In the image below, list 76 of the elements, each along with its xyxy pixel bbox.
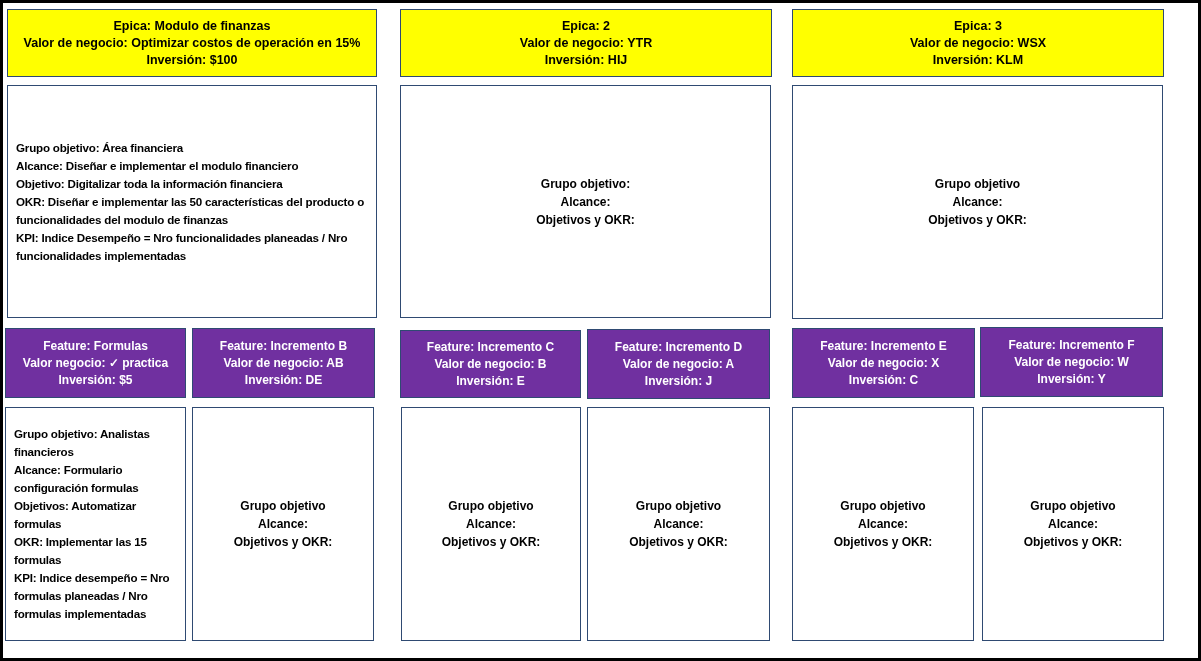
detail-text: OKR: Diseñar e implementar las 50 características del producto o funcionalidades del modulo de finanzas [16, 193, 366, 228]
epic-header-text: Inversión: HIJ [543, 51, 629, 69]
detail-text: Objetivos y OKR: [440, 534, 542, 551]
epic-header-text: Inversión: KLM [931, 51, 1025, 69]
feature-header-box [192, 328, 375, 398]
detail-text: OKR: Implementar las 15 formulas [14, 534, 148, 568]
detail-text: Objetivos y OKR: [232, 534, 334, 551]
detail-text: Grupo objetivo: Analistas financieros [14, 426, 151, 460]
detail-text: Objetivos: Automatizar formulas [14, 498, 138, 532]
epic-header-text: Valor de negocio: YTR [518, 34, 654, 52]
detail-text: Objetivos y OKR: [927, 212, 1028, 229]
feature-header-text: Feature: Incremento D [613, 338, 744, 356]
feature-header-box [400, 330, 581, 398]
feature-header-text: Valor de negocio: AB [222, 354, 345, 372]
feature-header-text: Valor negocio: ✓ practica [21, 354, 170, 372]
feature-header-text: Inversión: J [643, 372, 714, 390]
epic-header-text: Epica: Modulo de finanzas [112, 17, 272, 35]
feature-header-text: Valor de negocio: X [826, 354, 941, 372]
feature-header-text: Inversión: E [455, 372, 526, 390]
epic-header-box [7, 9, 377, 77]
feature-header-text: Inversión: C [847, 371, 920, 389]
detail-text: Alcance: [257, 516, 309, 533]
detail-text: Alcance: Diseñar e implementar el modulo financiero [16, 157, 300, 174]
detail-text: KPI: Indice Desempeño = Nro funcionalidades planeadas / Nro funcionalidades implementadas [16, 229, 349, 264]
detail-box [587, 407, 770, 641]
detail-box [982, 407, 1164, 641]
epic-header-box [400, 9, 772, 77]
detail-text: Grupo objetivo [1029, 498, 1117, 515]
feature-header-box [792, 328, 975, 398]
detail-text: Alcance: [652, 516, 705, 533]
feature-header-box [587, 329, 770, 399]
detail-text: Alcance: [951, 194, 1004, 211]
detail-box [401, 407, 581, 641]
feature-header-text: Valor de negocio: A [621, 355, 736, 373]
feature-header-text: Feature: Incremento F [1007, 336, 1136, 354]
epic-header-box [792, 9, 1164, 77]
detail-text: Objetivos y OKR: [628, 534, 729, 551]
feature-header-text: Feature: Incremento C [425, 338, 556, 356]
feature-header-box [5, 328, 186, 398]
detail-text: Alcance: [465, 516, 517, 533]
epic-header-text: Epica: 3 [953, 17, 1003, 35]
feature-header-text: Valor de negocio: B [433, 355, 548, 373]
feature-header-text: Inversión: DE [243, 371, 324, 389]
feature-header-text: Inversión: Y [1036, 370, 1107, 388]
epic-header-text: Valor de negocio: Optimizar costos de operación en 15% [22, 34, 362, 52]
detail-text: Alcance: [1047, 516, 1099, 533]
detail-text: Objetivos y OKR: [1022, 534, 1124, 551]
feature-header-box [980, 327, 1163, 397]
detail-text: Grupo objetivo [447, 498, 535, 515]
detail-text: Alcance: Formulario configuración formulas [14, 462, 140, 496]
detail-text: Objetivos y OKR: [832, 534, 934, 551]
epic-header-text: Inversión: $100 [145, 51, 239, 69]
detail-box [5, 407, 186, 641]
detail-box [7, 85, 377, 318]
detail-box [792, 85, 1163, 319]
detail-text: KPI: Indice desempeño = Nro formulas planeadas / Nro formulas implementadas [14, 570, 171, 622]
detail-text: Alcance: [857, 516, 909, 533]
detail-text: Grupo objetivo [239, 498, 327, 515]
detail-box [400, 85, 771, 318]
epic-header-text: Valor de negocio: WSX [908, 34, 1048, 52]
epic-header-text: Epica: 2 [561, 17, 611, 35]
detail-text: Grupo objetivo: Área financiera [16, 139, 185, 156]
detail-text: Grupo objetivo: [539, 175, 632, 193]
feature-header-text: Inversión: $5 [57, 371, 134, 389]
detail-box [792, 407, 974, 641]
detail-text: Grupo objetivo [839, 498, 927, 515]
detail-text: Grupo objetivo [634, 498, 723, 515]
detail-text: Alcance: [559, 193, 612, 211]
detail-box [192, 407, 374, 641]
detail-text: Objetivos y OKR: [535, 211, 636, 229]
detail-text: Grupo objetivo [933, 176, 1022, 193]
feature-header-text: Feature: Formulas [42, 337, 149, 355]
detail-text: Objetivo: Digitalizar toda la información financiera [16, 175, 284, 192]
feature-header-text: Feature: Incremento E [819, 337, 948, 355]
feature-header-text: Valor de negocio: W [1013, 353, 1130, 371]
feature-header-text: Feature: Incremento B [218, 337, 349, 355]
